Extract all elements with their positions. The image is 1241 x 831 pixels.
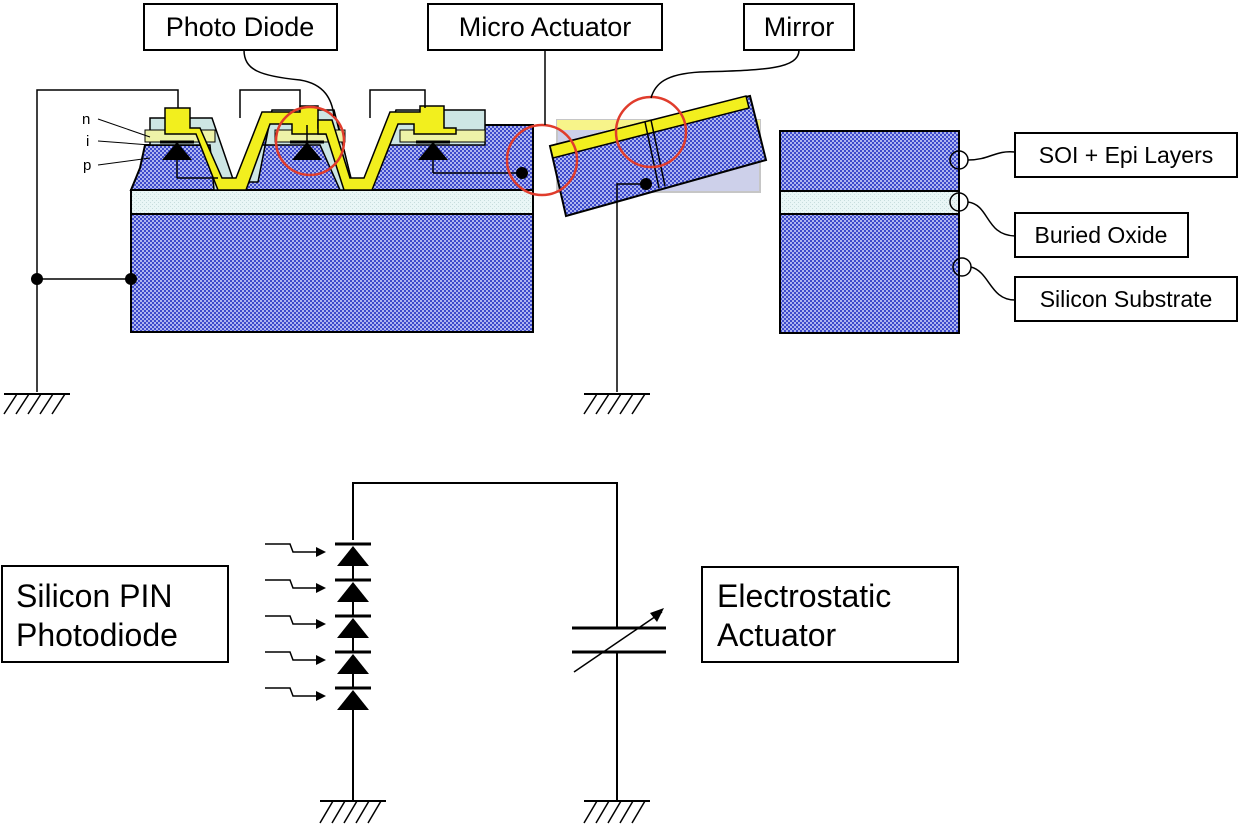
wire [36, 89, 179, 392]
junction-dot [31, 273, 43, 285]
label-soi-epi: SOI + Epi Layers [1014, 132, 1238, 178]
mirror-assembly [505, 94, 768, 415]
gold-interconnect [317, 105, 457, 191]
legend-silicon-substrate [779, 213, 960, 334]
hinge-line [650, 119, 666, 187]
label-electrostatic-actuator: Electrostatic Actuator [701, 566, 959, 663]
silicon-substrate-block [130, 213, 534, 333]
diode-symbol [160, 140, 218, 179]
leader-line [243, 49, 335, 117]
wire [352, 482, 618, 628]
label-i: i [86, 133, 89, 150]
label-silicon-pin-photodiode: Silicon PIN Photodiode [1, 565, 229, 663]
label-buried-oxide: Buried Oxide [1014, 212, 1189, 258]
layer-legend-block [779, 130, 1016, 334]
leader-line [967, 151, 1016, 161]
pin-label-line1: Silicon PIN [16, 578, 173, 614]
buried-oxide-label: Buried Oxide [1035, 222, 1168, 248]
light-arrow [265, 651, 326, 665]
label-p: p [83, 157, 91, 174]
ground-symbol [319, 800, 386, 824]
ground-symbol [583, 393, 650, 415]
wire [616, 183, 646, 392]
actuator-label-line2: Actuator [717, 617, 837, 653]
light-arrow [265, 687, 326, 701]
leader-line [97, 157, 151, 166]
label-micro-actuator: Micro Actuator [427, 3, 663, 125]
pin-diode-stack [335, 542, 371, 724]
photodiode-element [335, 542, 371, 580]
incident-light-arrows [265, 543, 326, 701]
leader-line [967, 201, 1016, 237]
leader-line [97, 118, 151, 138]
legend-soi-epi [779, 130, 960, 192]
light-arrow [265, 615, 326, 629]
photo-diode-label: Photo Diode [166, 12, 315, 42]
hinge-line [644, 121, 660, 189]
legend-buried-oxide [779, 190, 960, 215]
leader-line [97, 140, 151, 146]
ground-symbol [583, 800, 650, 824]
micro-actuator-highlight-circle [505, 123, 579, 197]
silicon-substrate-label: Silicon Substrate [1040, 286, 1213, 312]
label-mirror: Mirror [650, 3, 855, 99]
photodiode-cross-section: n i p [3, 89, 534, 415]
light-arrow [265, 579, 326, 593]
buried-oxide-layer [130, 189, 534, 215]
variable-capacitor-symbol [572, 608, 666, 673]
leader-line [650, 49, 800, 99]
photodiode-element [335, 686, 371, 724]
photodiode-element [335, 614, 371, 652]
photo-diode-highlight-circle [274, 105, 346, 177]
leader-line [970, 266, 1016, 301]
soi-epi-label: SOI + Epi Layers [1039, 142, 1214, 168]
diode-symbol [290, 125, 324, 160]
photodiode-element [335, 578, 371, 616]
wire [239, 89, 301, 118]
equivalent-circuit [265, 482, 666, 824]
photodiode-element [335, 650, 371, 688]
micro-actuator-label: Micro Actuator [459, 12, 632, 42]
label-photo-diode: Photo Diode [143, 3, 338, 117]
actuator-label-line1: Electrostatic [717, 578, 891, 614]
label-n: n [82, 111, 90, 128]
ground-symbol [3, 393, 70, 415]
diode-symbol [416, 140, 528, 179]
light-arrow [265, 543, 326, 557]
mirror-label: Mirror [764, 12, 834, 42]
pin-label-line2: Photodiode [16, 617, 178, 653]
wire [369, 89, 426, 118]
junction-dot [125, 273, 137, 285]
label-silicon-substrate: Silicon Substrate [1014, 276, 1238, 322]
